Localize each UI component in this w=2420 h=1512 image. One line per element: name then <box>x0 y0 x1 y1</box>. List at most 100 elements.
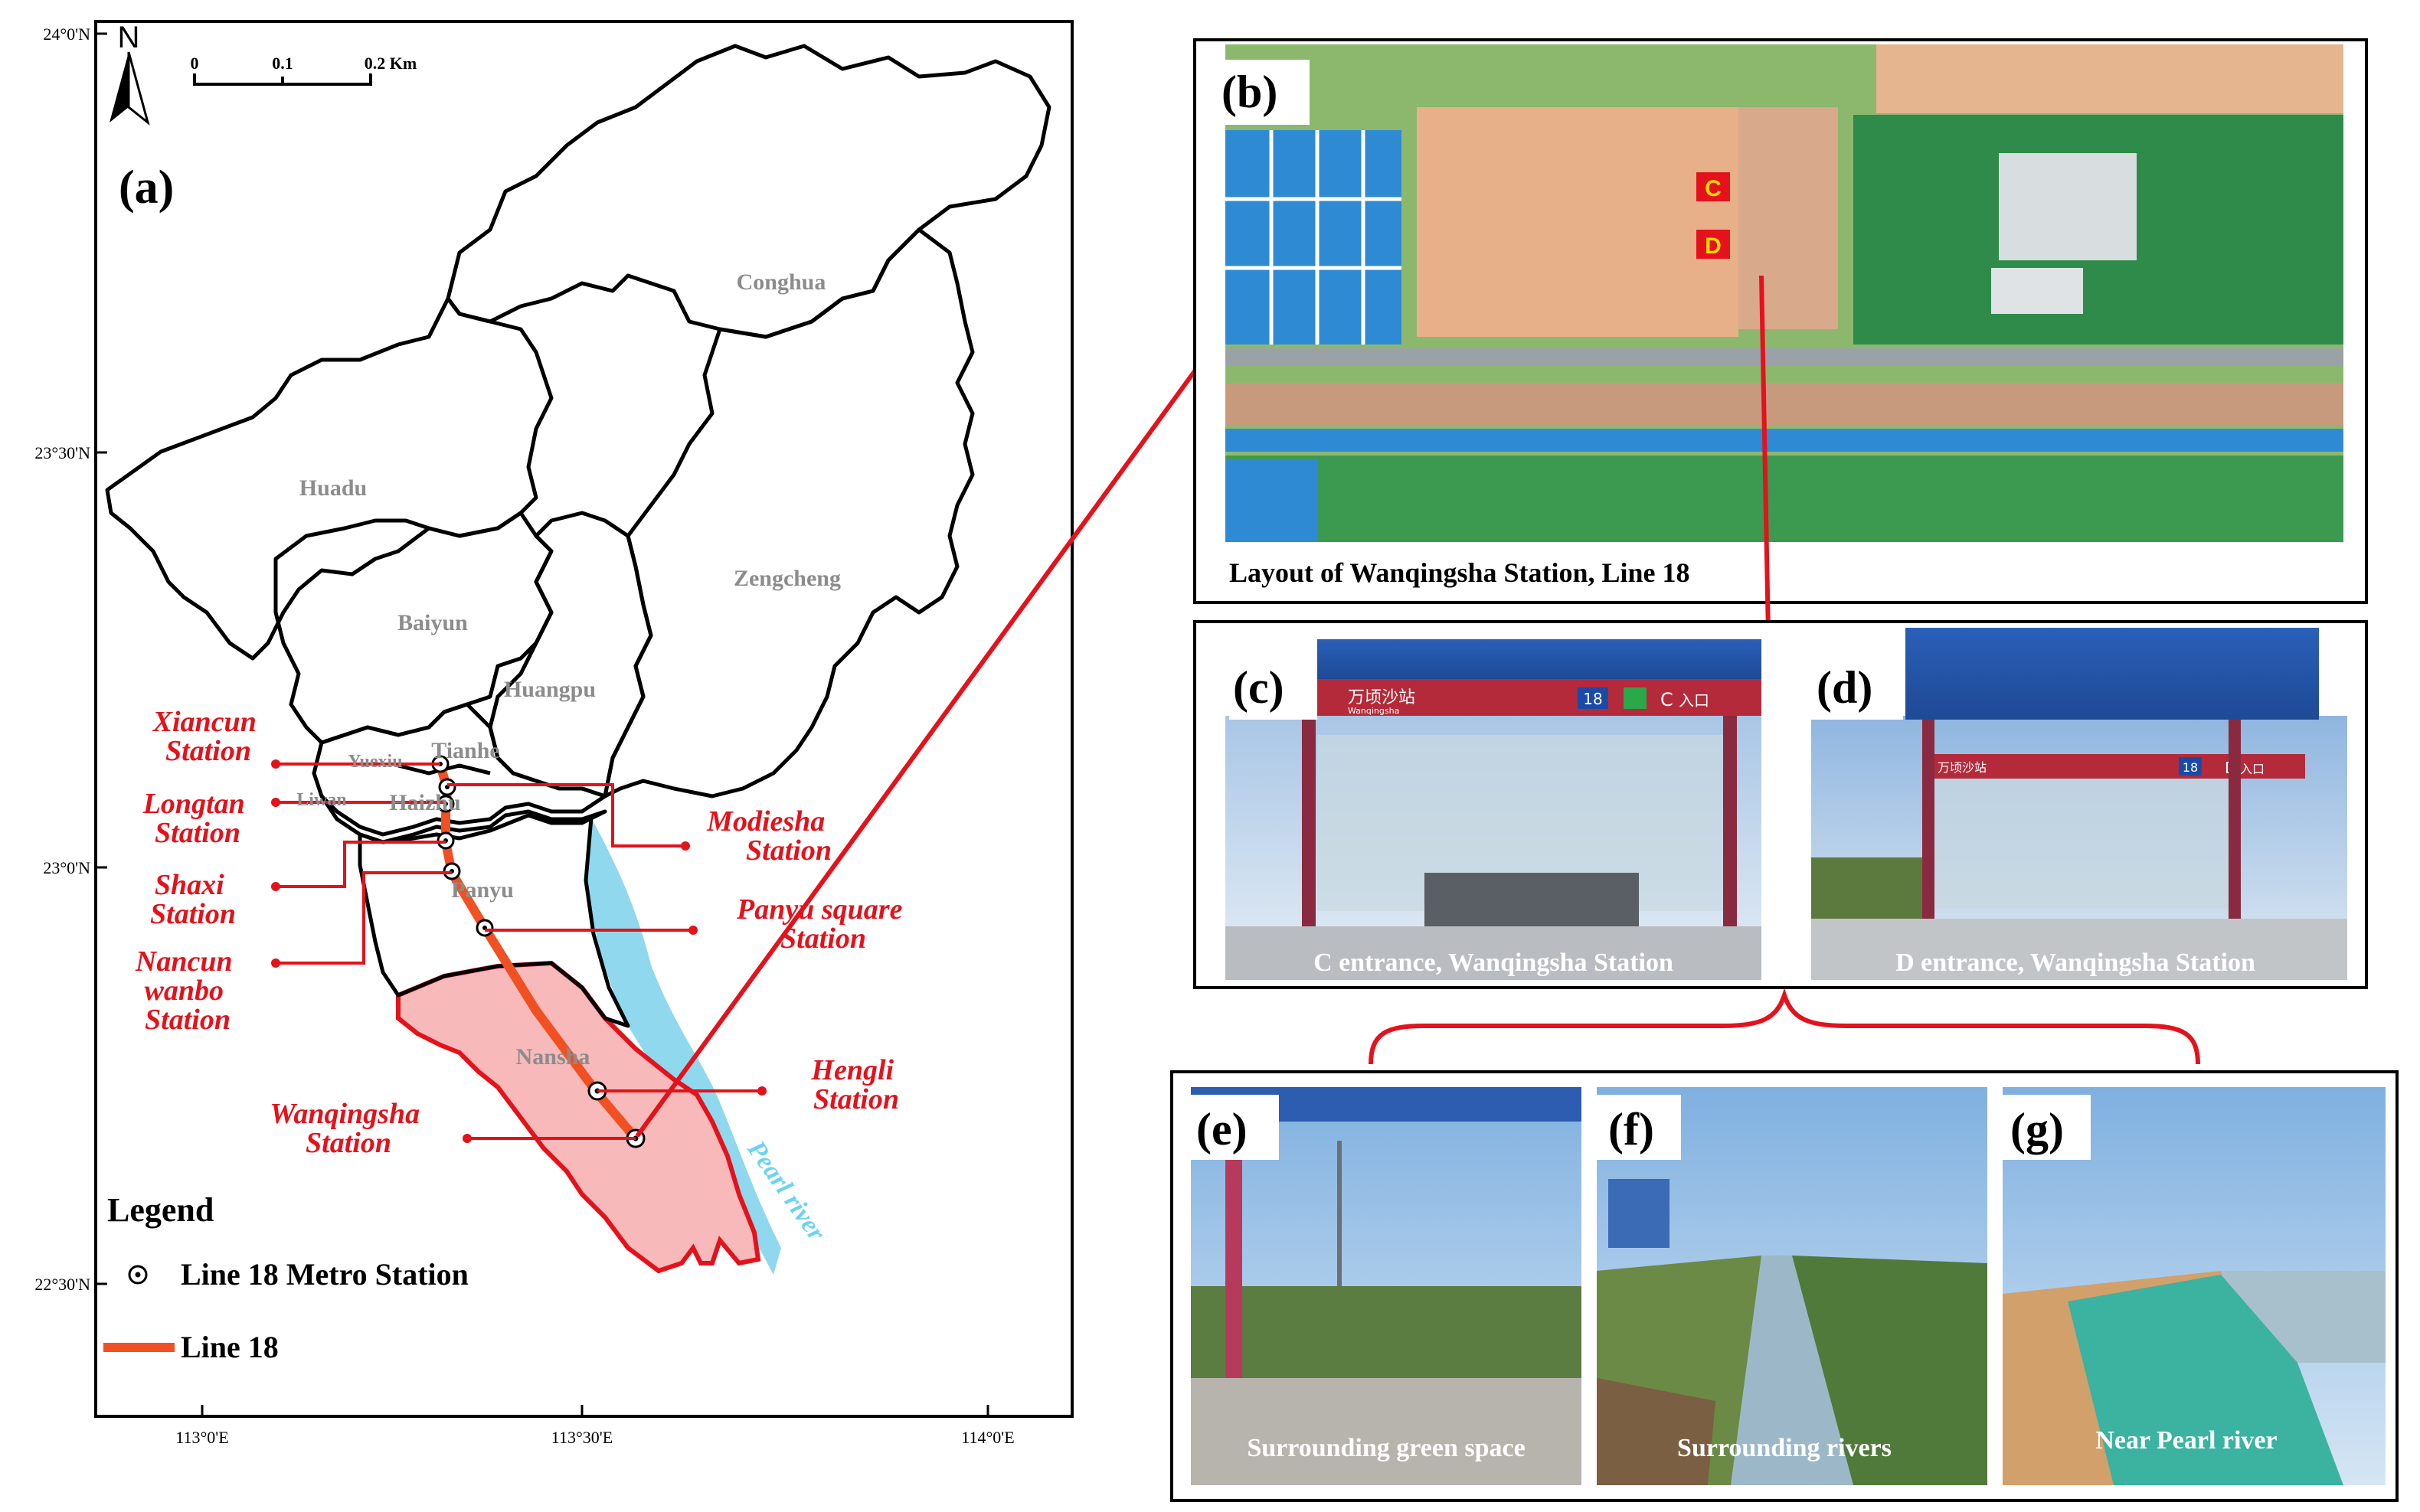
panel-c-line-badge-bg <box>1578 687 1608 709</box>
panel-b-caption: Layout of Wanqingsha Station, Line 18 <box>1229 557 1690 588</box>
panel-f-building <box>1608 1179 1669 1248</box>
station-label-xiancun: Xiancun Station <box>152 706 264 767</box>
station-label-shaxi: Shaxi Station <box>150 869 236 930</box>
pearl-river <box>586 818 781 1275</box>
panel-e-caption: Surrounding green space <box>1247 1434 1525 1462</box>
lon-label-113: 113°0'E <box>175 1428 228 1447</box>
district-yuexiu: Yuexiu <box>348 752 402 772</box>
curly-brace <box>1369 988 2200 1065</box>
arrow-to-panel-b <box>635 314 1236 1138</box>
panel-d-line-badge: 18 <box>2183 760 2198 775</box>
panel-f-right-bank <box>1792 1256 1987 1485</box>
panel-b-label: (b) <box>1221 67 1277 117</box>
huadu-boundary <box>105 296 554 661</box>
panel-g-label: (g) <box>2010 1104 2064 1154</box>
district-boundaries <box>105 44 1051 1028</box>
layout-lower-water <box>1225 459 1317 542</box>
scale-tick-01: 0.1 <box>272 54 293 73</box>
baiyun-boundary <box>273 511 554 745</box>
panel-d-ground <box>1811 919 2347 980</box>
layout-station-plaza <box>1738 107 1838 329</box>
map-legend: Legend Line 18 Metro Station Line 18 <box>103 1191 469 1364</box>
panel-g-netting <box>2068 1275 2343 1485</box>
layout-sand-top <box>1876 44 2343 113</box>
panel-f-dirt <box>1597 1378 1715 1485</box>
panel-e-photo <box>1191 1087 1581 1485</box>
panel-d-sign-text: 万顷沙站 <box>1938 760 1987 775</box>
panel-f-river <box>1731 1256 1853 1485</box>
district-tianhe: Tianhe <box>431 738 500 763</box>
panel-f-label: (f) <box>1608 1104 1654 1154</box>
panel-g-caption: Near Pearl river <box>2095 1426 2277 1455</box>
panel-c-label-bg <box>1229 655 1317 720</box>
station-label-hengli: Hengli Station <box>810 1054 901 1115</box>
panel-d-column-left <box>1922 720 1934 923</box>
marker-c-text: C <box>1705 176 1722 201</box>
district-huadu: Huadu <box>299 475 367 501</box>
panel-d-label: (d) <box>1817 662 1872 713</box>
district-conghua: Conghua <box>737 269 826 295</box>
lat-label-23: 23°0'N <box>43 858 90 877</box>
scale-tick-0: 0 <box>191 54 199 73</box>
nansha-district <box>396 960 761 1274</box>
panel-b-label-bg <box>1210 60 1310 125</box>
station-label-modiesha: Modiesha Station <box>706 805 832 867</box>
district-nansha: Nansha <box>516 1044 590 1070</box>
lat-label-24: 24°0'N <box>43 24 90 44</box>
marker-d-box <box>1696 230 1730 259</box>
panel-d-roof <box>1905 628 2319 720</box>
north-label: N <box>118 21 140 54</box>
panel-c-column-right <box>1723 716 1737 938</box>
layout-lower-fields <box>1225 456 2343 542</box>
panel-c-entrance-letter: C <box>1660 689 1673 710</box>
panel-c-sign <box>1317 679 1761 716</box>
panel-g-photo <box>2003 1087 2386 1485</box>
panel-e-trees <box>1191 1286 1581 1378</box>
layout-water-grid <box>1225 130 1401 345</box>
layout-sand-area <box>1417 107 1738 337</box>
legend-station-text: Line 18 Metro Station <box>181 1257 469 1292</box>
panel-c-sign-text: 万顷沙站 <box>1348 688 1415 707</box>
marker-d-text: D <box>1705 233 1722 259</box>
district-huangpu: Huangpu <box>504 677 596 702</box>
panel-e-label-bg <box>1191 1095 1279 1160</box>
panel-f-label-bg <box>1597 1095 1681 1160</box>
scale-bar <box>193 73 372 86</box>
station-label-longtan: Longtan Station <box>142 788 253 849</box>
layout-river-band <box>1225 429 2343 452</box>
panel-d-column-right <box>2229 720 2241 923</box>
marker-c-box <box>1696 172 1730 201</box>
district-haizhu: Haizhu <box>389 790 460 815</box>
lon-label-11330: 113°30'E <box>551 1428 613 1447</box>
panel-cd-entrances: 万顷沙站 Wanqingsha 18 C 入口 (c) C entrance, … <box>1193 620 2368 989</box>
latitude-ticks <box>96 32 989 1416</box>
layout-greenhouse-2 <box>1991 268 2083 314</box>
panel-c-roof <box>1317 639 1761 679</box>
legend-station-icon <box>128 1265 148 1285</box>
leader-dots <box>271 759 767 1143</box>
panel-d-label-bg <box>1811 655 1903 720</box>
panel-d-photo: 万顷沙站 18 D 入口 <box>1811 628 2347 980</box>
arrow-to-panels-cd <box>1757 275 1781 685</box>
panel-e-label: (e) <box>1196 1104 1248 1154</box>
panel-c-photo: 万顷沙站 Wanqingsha 18 C 入口 <box>1225 639 1761 980</box>
conghua-boundary <box>446 44 1051 339</box>
scale-tick-02: 0.2 Km <box>365 54 417 73</box>
panel-a-map: 24°0'N 23°30'N 23°0'N 22°30'N 113°0'E 11… <box>34 20 1236 1447</box>
panel-e-pillar <box>1225 1148 1242 1401</box>
station-label-panyu-square: Panyu square Station <box>736 893 910 955</box>
legend-title: Legend <box>107 1191 214 1229</box>
panel-e-pavement <box>1191 1378 1581 1485</box>
station-label-nancun: Nancun wanbo Station <box>135 945 240 1036</box>
lat-label-2330: 23°30'N <box>34 443 90 462</box>
legend-line-text: Line 18 <box>181 1330 279 1364</box>
north-arrow-icon <box>110 51 150 126</box>
panel-a-label: (a) <box>119 162 174 214</box>
central-boundary <box>312 702 607 837</box>
lon-label-114: 114°0'E <box>961 1428 1014 1447</box>
panel-c-entrance-cn: 入口 <box>1679 691 1709 710</box>
lat-label-2230: 22°30'N <box>34 1275 90 1294</box>
panel-g-label-bg <box>2003 1095 2091 1160</box>
panel-d-trees <box>1811 857 1922 919</box>
